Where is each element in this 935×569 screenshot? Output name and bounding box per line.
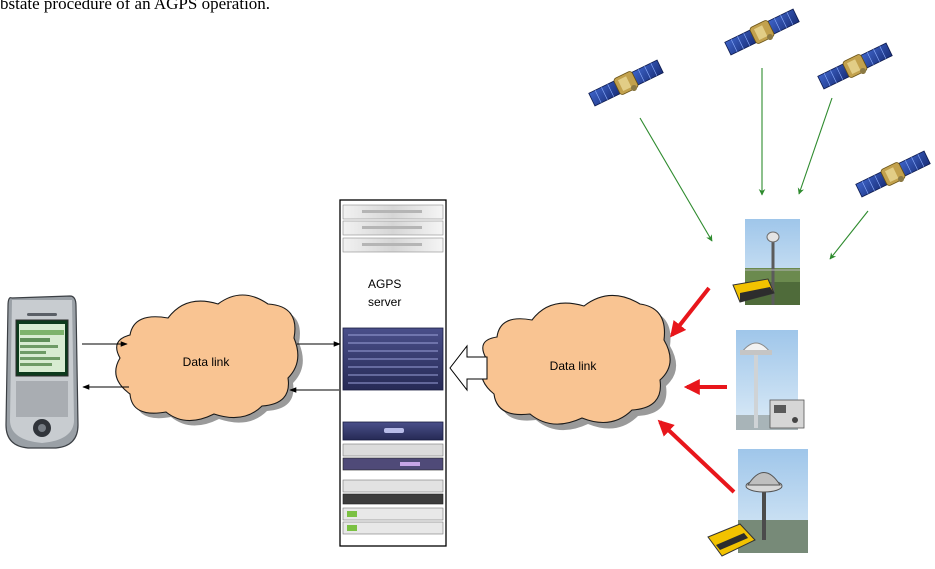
server-label-line1: AGPS	[368, 277, 401, 291]
satellite-signal-arrow-1	[639, 117, 713, 242]
mobile-phone-icon	[5, 295, 79, 449]
reference-station-2-icon	[736, 330, 805, 430]
reference-station-3-icon	[707, 449, 808, 557]
header-text-fragment: bstate procedure of an AGPS operation.	[0, 0, 271, 13]
cloud-to-server-hollow-arrow	[449, 344, 488, 392]
data-link-cloud-right: Data link	[480, 294, 677, 431]
satellite-icon-4	[854, 148, 933, 202]
satellite-signal-arrow-4	[829, 210, 869, 260]
satellite-signal-arrow-3	[797, 97, 833, 195]
reference-station-1-icon	[732, 219, 800, 305]
station-1-arrow	[670, 286, 711, 338]
satellite-icon-3	[816, 40, 895, 94]
station-3-arrow	[657, 419, 736, 494]
satellite-icon-2	[723, 6, 802, 60]
server-label-line2: server	[368, 295, 401, 309]
right-cloud-label: Data link	[550, 359, 598, 373]
agps-server-rack: AGPS server	[339, 199, 447, 547]
satellite-icon-1	[587, 57, 666, 111]
data-link-cloud-left: Data link	[115, 294, 303, 426]
left-cloud-label: Data link	[183, 355, 231, 369]
